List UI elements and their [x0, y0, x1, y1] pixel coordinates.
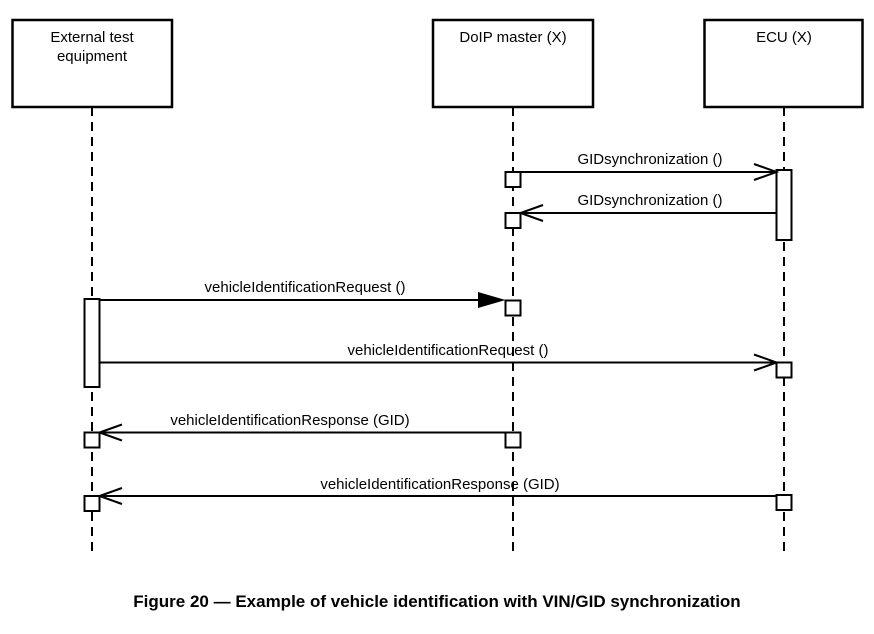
- activation-ete-msg5: [83, 431, 101, 449]
- activation-ete-request: [83, 298, 101, 388]
- activation-ecu-gid-sync: [775, 169, 793, 241]
- arrowhead-open-left-msg2: [517, 204, 544, 222]
- message-label-1: GIDsynchronization (): [577, 151, 722, 168]
- actor-label-ecu: ECU (X): [756, 29, 812, 46]
- arrowhead-open-left-msg6: [96, 487, 123, 505]
- actor-box-doip-master: [431, 18, 595, 109]
- arrowhead-open-right-msg4: [753, 353, 780, 372]
- arrowhead-filled-right-msg3: [478, 292, 506, 308]
- message-label-6: vehicleIdentificationResponse (GID): [320, 476, 559, 493]
- arrowhead-open-right-msg1: [753, 163, 780, 181]
- activation-doip-msg2: [504, 212, 522, 229]
- message-label-4: vehicleIdentificationRequest (): [348, 342, 549, 359]
- actor-box-ecu: [703, 18, 864, 109]
- activation-doip-msg3: [504, 299, 522, 317]
- message-label-2: GIDsynchronization (): [577, 192, 722, 209]
- actor-box-external-test-equipment: [11, 18, 174, 109]
- activation-doip-msg5: [504, 431, 522, 449]
- actor-label-external-test-equipment: External test equipment: [50, 29, 134, 65]
- activation-ecu-msg4: [775, 361, 793, 379]
- message-label-3: vehicleIdentificationRequest (): [205, 279, 406, 296]
- message-label-5: vehicleIdentificationResponse (GID): [170, 412, 409, 429]
- activation-ecu-msg6: [775, 494, 793, 511]
- figure-caption: Figure 20 — Example of vehicle identific…: [133, 592, 740, 611]
- actor-label-doip-master: DoIP master (X): [459, 29, 566, 46]
- arrowhead-open-left-msg5: [96, 423, 123, 442]
- actor-label-line-2: equipment: [57, 48, 128, 65]
- activation-doip-msg1: [504, 171, 522, 188]
- activation-ete-msg6: [83, 495, 101, 512]
- actor-label-line-1: External test: [50, 29, 134, 46]
